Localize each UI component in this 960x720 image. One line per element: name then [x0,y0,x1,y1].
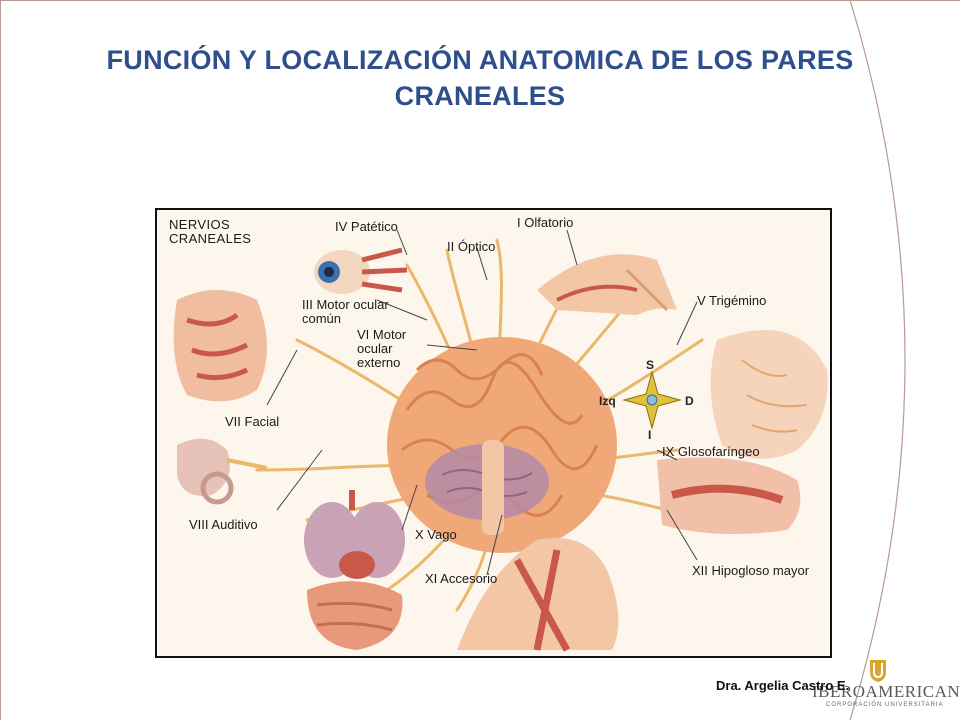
author-credit: Dra. Argelia Castro E. [716,678,850,693]
university-logo: IBEROAMERICANA CORPORACIÓN UNIVERSITARIA [812,660,960,710]
cranial-nerves-figure: NERVIOS CRANEALES IV Patético I Olfatori… [155,208,832,658]
label-xii-hipogloso-mayor: XII Hipogloso mayor [692,563,810,578]
brain-illustration [387,337,617,553]
logo-subtext: CORPORACIÓN UNIVERSITARIA [826,702,944,708]
slide-title: FUNCIÓN Y LOCALIZACIÓN ANATOMICA DE LOS … [106,45,854,111]
compass-label-superior: S [646,358,655,372]
inner-ear-illustration [177,438,268,505]
compass-label-right: D [685,394,694,408]
label-iv-patetico: IV Patético [335,219,398,234]
compass-label-left: Izq [599,394,616,408]
label-viii-auditivo: VIII Auditivo [189,517,258,532]
figure-heading: NERVIOS CRANEALES [169,217,252,246]
label-leader-lines [266,229,698,576]
orientation-compass [622,370,682,430]
head-profile-illustration [710,330,828,459]
label-v-trigemino: V Trigémino [697,293,767,308]
label-iii-motor-ocular-comun: III Motor ocular común [302,297,389,326]
logo-wordmark: IBEROAMERICANA [812,682,960,701]
eye-illustration [314,247,408,294]
thoracic-abdominal-organs-illustration [304,490,405,650]
label-xi-accesorio: XI Accesorio [425,571,498,586]
face-muscle-illustration [173,290,267,402]
label-vii-facial: VII Facial [225,414,280,429]
label-ii-optico: II Óptico [447,239,496,254]
label-vi-motor-ocular-externo: VI Motor ocular externo [357,327,407,370]
label-x-vago: X Vago [415,527,457,542]
mouth-tongue-illustration [657,457,801,534]
label-i-olfatorio: I Olfatorio [517,215,574,230]
illustration-canvas [173,229,828,652]
nasal-cavity-illustration [537,254,677,315]
compass-label-inferior: I [648,428,652,442]
logo-shield-icon [870,660,886,682]
label-ix-glosofaringeo: IX Glosofaríngeo [662,444,760,459]
neck-muscle-illustration [457,538,619,652]
